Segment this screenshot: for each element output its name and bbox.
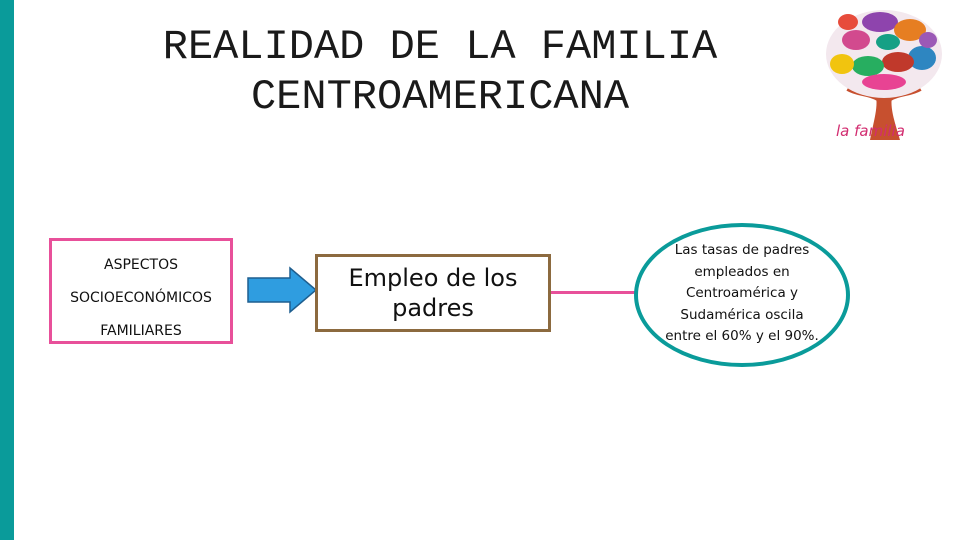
empleo-line-2: padres [318,293,548,323]
connector-line [551,291,635,294]
circle-line-4: Sudamérica oscila [638,305,846,327]
aspectos-line-2: SOCIOECONÓMICOS [52,290,230,306]
circle-line-5: entre el 60% y el 90%. [638,326,846,348]
empleo-line-1: Empleo de los [318,263,548,293]
title-line-2: CENTROAMERICANA [40,72,840,122]
info-circle: Las tasas de padres empleados en Centroa… [634,223,850,367]
aspectos-box: ASPECTOS SOCIOECONÓMICOS FAMILIARES [49,238,233,344]
title-line-1: REALIDAD DE LA FAMILIA [40,22,840,72]
left-accent-bar [0,0,14,540]
circle-line-3: Centroamérica y [638,283,846,305]
circle-line-2: empleados en [638,262,846,284]
circle-text: Las tasas de padres empleados en Centroa… [638,240,846,348]
family-tree-icon: la familia [818,0,948,145]
svg-text:la familia: la familia [836,122,905,140]
right-arrow-icon [246,266,318,314]
circle-line-1: Las tasas de padres [638,240,846,262]
empleo-box: Empleo de los padres [315,254,551,332]
page-title: REALIDAD DE LA FAMILIA CENTROAMERICANA [40,22,840,122]
aspectos-line-3: FAMILIARES [52,323,230,339]
aspectos-line-1: ASPECTOS [52,257,230,273]
